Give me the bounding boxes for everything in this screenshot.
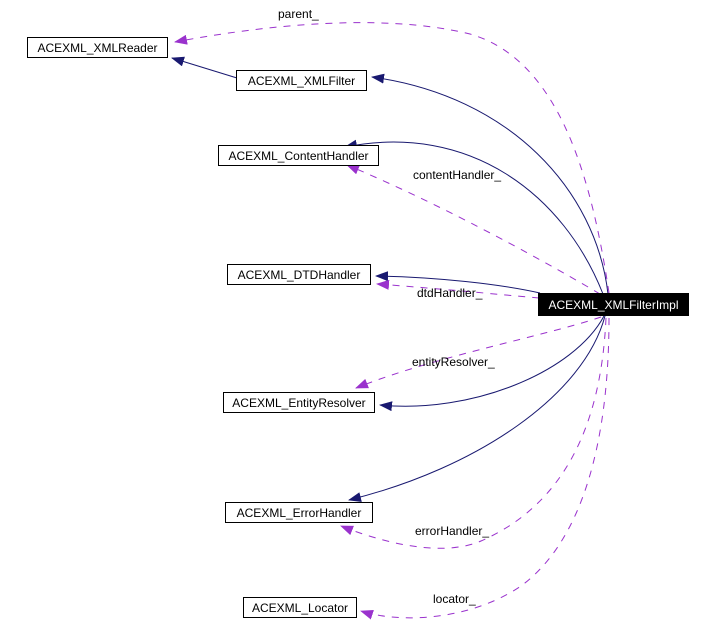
class-node-acexml-xmlfilterimpl: ACEXML_XMLFilterImpl bbox=[538, 293, 689, 316]
edge-usage-locator bbox=[360, 317, 610, 620]
edge-label-errorhandler: errorHandler_ bbox=[415, 524, 490, 538]
class-node-acexml-xmlfilter[interactable]: ACEXML_XMLFilter bbox=[236, 70, 367, 91]
edge-label-entityresolver: entityResolver_ bbox=[412, 355, 495, 369]
class-node-acexml-locator[interactable]: ACEXML_Locator bbox=[243, 597, 357, 618]
edge-usage-contenthandler bbox=[346, 164, 601, 295]
edge-filterimpl-to-dtdhandler bbox=[375, 271, 541, 294]
class-node-acexml-errorhandler[interactable]: ACEXML_ErrorHandler bbox=[225, 502, 373, 523]
edge-label-dtdhandler: dtdHandler_ bbox=[417, 286, 483, 300]
edge-xmlfilter-to-xmlreader bbox=[171, 56, 238, 79]
edge-label-parent: parent_ bbox=[278, 7, 319, 21]
edge-filterimpl-to-errorhandler bbox=[348, 315, 606, 502]
class-node-acexml-dtdhandler[interactable]: ACEXML_DTDHandler bbox=[227, 264, 371, 285]
class-node-acexml-contenthandler[interactable]: ACEXML_ContentHandler bbox=[218, 145, 379, 166]
edge-usage-errorhandler bbox=[340, 317, 607, 549]
edge-filterimpl-to-xmlfilter bbox=[371, 73, 609, 295]
edge-usage-dtdhandler bbox=[376, 279, 540, 299]
edge-filterimpl-to-entityresolver bbox=[379, 315, 605, 412]
edge-label-locator: locator_ bbox=[433, 592, 476, 606]
edge-usage-parent bbox=[174, 22, 610, 294]
edge-usage-entityresolver bbox=[355, 316, 602, 389]
class-node-acexml-xmlreader[interactable]: ACEXML_XMLReader bbox=[27, 37, 168, 58]
edge-filterimpl-to-contenthandler bbox=[344, 139, 604, 295]
class-node-acexml-entityresolver[interactable]: ACEXML_EntityResolver bbox=[223, 392, 375, 413]
edge-label-contenthandler: contentHandler_ bbox=[413, 168, 502, 182]
